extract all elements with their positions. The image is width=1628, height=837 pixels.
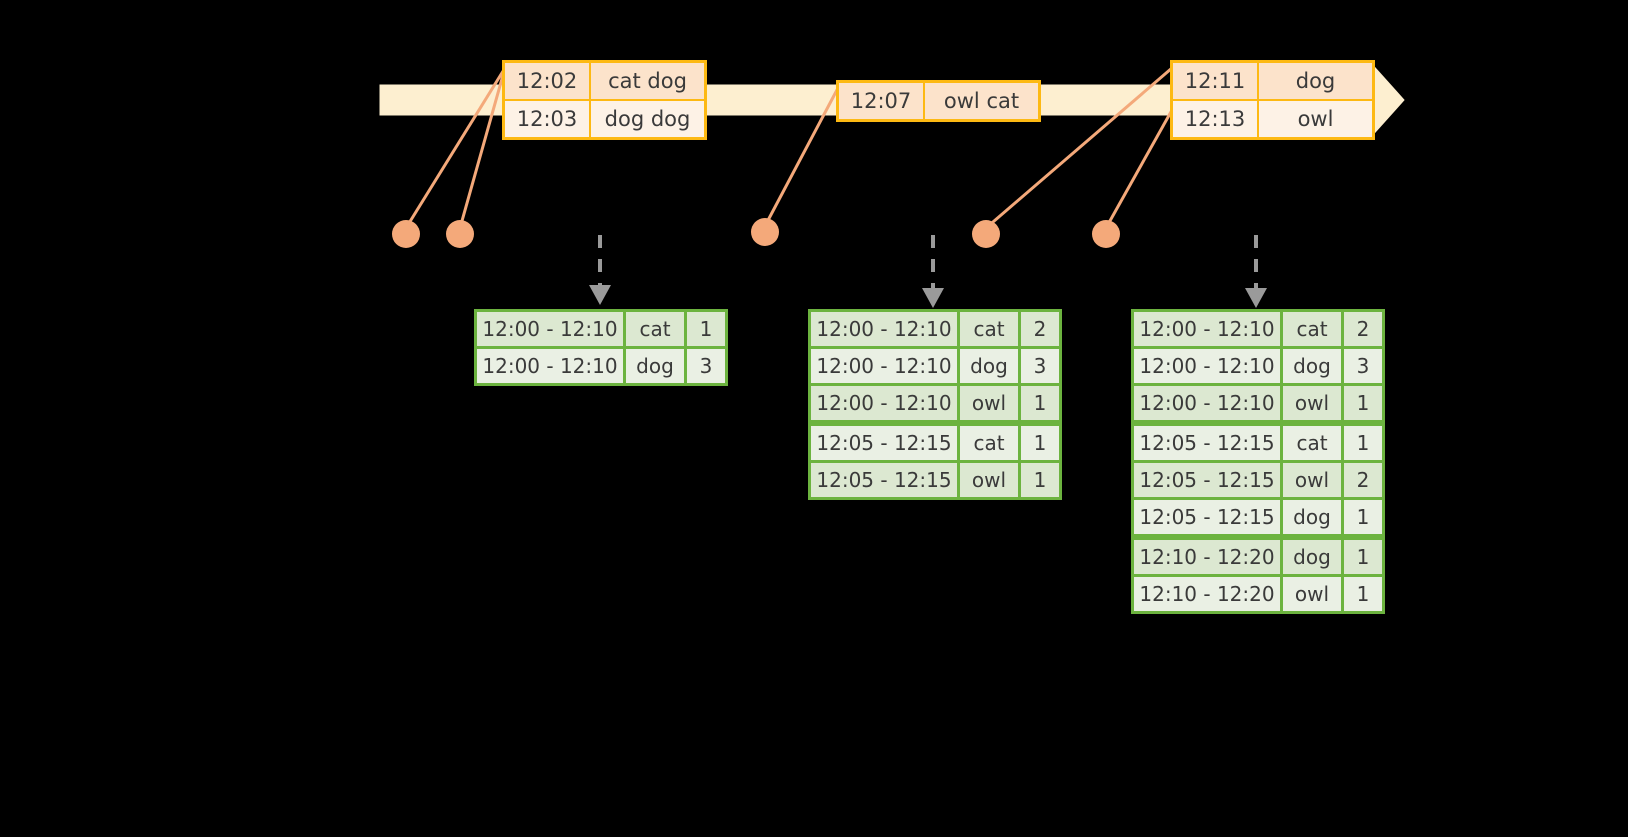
table-row[interactable]: 12:00 - 12:10 dog 3 (477, 349, 725, 383)
cell-window: 12:10 - 12:20 (1134, 577, 1280, 611)
table-row[interactable]: 12:00 - 12:10 cat 1 (477, 312, 725, 349)
cell-word: owl (1283, 463, 1341, 497)
cell-count: 1 (1344, 540, 1382, 574)
flow-arrow-1 (589, 235, 611, 305)
table-row[interactable]: 12:00 - 12:10 owl 1 (1134, 386, 1382, 423)
cell-word: dog (960, 349, 1018, 383)
cell-count: 1 (1021, 386, 1059, 420)
event-group-1[interactable]: 12:02 cat dog 12:03 dog dog (502, 60, 707, 140)
cell-window: 12:05 - 12:15 (811, 426, 957, 460)
cell-word: cat (626, 312, 684, 346)
event-group-3[interactable]: 12:11 dog 12:13 owl (1170, 60, 1375, 140)
event-time: 12:07 (839, 83, 925, 119)
flow-arrow-3 (1245, 235, 1267, 308)
event-row[interactable]: 12:02 cat dog (505, 63, 704, 99)
cell-count: 3 (1344, 349, 1382, 383)
cell-window: 12:00 - 12:10 (811, 349, 957, 383)
cell-count: 1 (1344, 577, 1382, 611)
cell-word: cat (1283, 312, 1341, 346)
cell-word: dog (1283, 500, 1341, 534)
event-group-2[interactable]: 12:07 owl cat (836, 80, 1041, 122)
table-row[interactable]: 12:00 - 12:10 cat 2 (1134, 312, 1382, 349)
cell-window: 12:05 - 12:15 (1134, 463, 1280, 497)
cell-word: cat (960, 426, 1018, 460)
cell-count: 1 (1021, 463, 1059, 497)
cell-count: 2 (1344, 463, 1382, 497)
cell-word: owl (1283, 386, 1341, 420)
flow-arrow-2 (922, 235, 944, 308)
result-table-3[interactable]: 12:00 - 12:10 cat 2 12:00 - 12:10 dog 3 … (1131, 309, 1385, 614)
cell-count: 3 (1021, 349, 1059, 383)
cell-word: dog (1283, 540, 1341, 574)
cell-word: dog (626, 349, 684, 383)
cell-count: 2 (1344, 312, 1382, 346)
table-row[interactable]: 12:05 - 12:15 cat 1 (1134, 426, 1382, 463)
connector-line-5 (1104, 109, 1174, 229)
cell-word: cat (960, 312, 1018, 346)
event-words: owl cat (925, 83, 1038, 119)
event-row[interactable]: 12:07 owl cat (839, 83, 1038, 119)
cell-window: 12:10 - 12:20 (1134, 540, 1280, 574)
table-row[interactable]: 12:00 - 12:10 dog 3 (1134, 349, 1382, 386)
event-row[interactable]: 12:11 dog (1173, 63, 1372, 99)
cell-word: dog (1283, 349, 1341, 383)
cell-count: 1 (1021, 426, 1059, 460)
table-row[interactable]: 12:00 - 12:10 owl 1 (811, 386, 1059, 423)
event-words: owl (1259, 101, 1372, 137)
cell-word: cat (1283, 426, 1341, 460)
event-dot-4 (972, 220, 1000, 248)
cell-count: 1 (1344, 500, 1382, 534)
cell-count: 2 (1021, 312, 1059, 346)
table-row[interactable]: 12:00 - 12:10 cat 2 (811, 312, 1059, 349)
cell-window: 12:00 - 12:10 (477, 349, 623, 383)
cell-window: 12:05 - 12:15 (1134, 500, 1280, 534)
cell-count: 3 (687, 349, 725, 383)
event-dot-1 (392, 220, 420, 248)
cell-window: 12:00 - 12:10 (1134, 312, 1280, 346)
result-table-2[interactable]: 12:00 - 12:10 cat 2 12:00 - 12:10 dog 3 … (808, 309, 1062, 500)
table-row[interactable]: 12:05 - 12:15 owl 2 (1134, 463, 1382, 500)
table-row[interactable]: 12:05 - 12:15 dog 1 (1134, 500, 1382, 537)
table-row[interactable]: 12:05 - 12:15 owl 1 (811, 463, 1059, 497)
group-divider (1134, 537, 1382, 540)
event-time: 12:03 (505, 101, 591, 137)
cell-window: 12:00 - 12:10 (1134, 349, 1280, 383)
group-divider (1134, 423, 1382, 426)
connector-line-4 (985, 66, 1173, 230)
event-row[interactable]: 12:13 owl (1173, 99, 1372, 137)
cell-window: 12:05 - 12:15 (811, 463, 957, 497)
table-row[interactable]: 12:00 - 12:10 dog 3 (811, 349, 1059, 386)
result-table-1[interactable]: 12:00 - 12:10 cat 1 12:00 - 12:10 dog 3 (474, 309, 728, 386)
cell-count: 1 (687, 312, 725, 346)
event-dot-3 (751, 218, 779, 246)
table-row[interactable]: 12:10 - 12:20 owl 1 (1134, 577, 1382, 611)
cell-window: 12:00 - 12:10 (477, 312, 623, 346)
cell-word: owl (960, 463, 1018, 497)
connector-line-1 (404, 67, 507, 229)
event-dot-5 (1092, 220, 1120, 248)
cell-word: owl (1283, 577, 1341, 611)
event-row[interactable]: 12:03 dog dog (505, 99, 704, 137)
event-dot-2 (446, 220, 474, 248)
cell-count: 1 (1344, 426, 1382, 460)
event-words: cat dog (591, 63, 704, 99)
cell-window: 12:00 - 12:10 (811, 312, 957, 346)
cell-word: owl (960, 386, 1018, 420)
event-time: 12:02 (505, 63, 591, 99)
event-words: dog dog (591, 101, 704, 137)
cell-count: 1 (1344, 386, 1382, 420)
event-words: dog (1259, 63, 1372, 99)
connector-line-2 (458, 67, 507, 229)
cell-window: 12:00 - 12:10 (811, 386, 957, 420)
cell-window: 12:05 - 12:15 (1134, 426, 1280, 460)
table-row[interactable]: 12:05 - 12:15 cat 1 (811, 426, 1059, 463)
event-time: 12:11 (1173, 63, 1259, 99)
group-divider (811, 423, 1059, 426)
connector-line-3 (763, 87, 840, 227)
event-time: 12:13 (1173, 101, 1259, 137)
cell-window: 12:00 - 12:10 (1134, 386, 1280, 420)
table-row[interactable]: 12:10 - 12:20 dog 1 (1134, 540, 1382, 577)
